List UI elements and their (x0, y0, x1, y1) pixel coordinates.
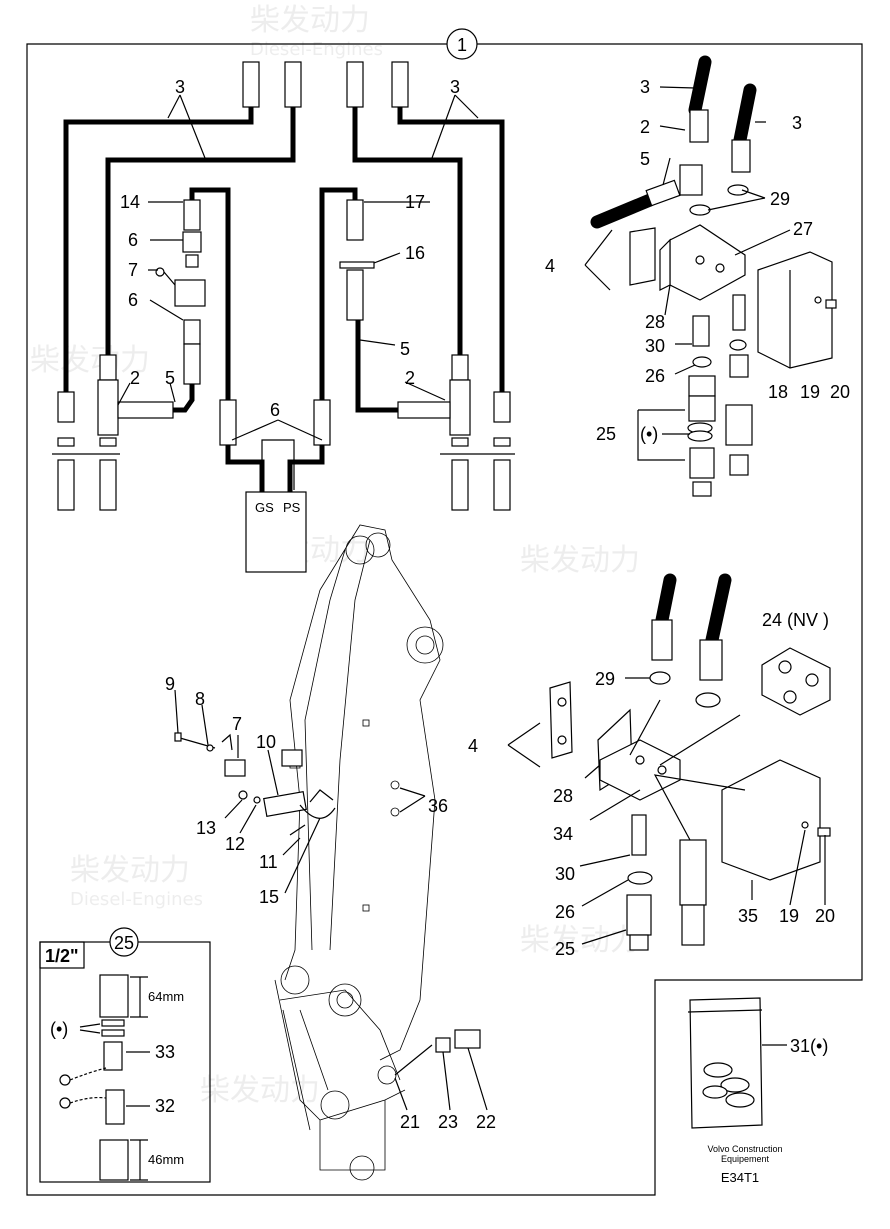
watermark-layer: 柴发动力 Diesel-Engines 柴发动力 柴发动力 柴发动力 柴发动力 … (30, 3, 640, 1108)
callout-25: 25 (596, 424, 616, 444)
coupler-inset (39, 927, 211, 1183)
callout-20: 20 (815, 906, 835, 926)
callout-2: 2 (405, 368, 415, 388)
callout-9: 9 (165, 674, 175, 694)
watermark-cn: 柴发动力 (520, 543, 640, 578)
callout-22: 22 (476, 1112, 496, 1132)
callout-6: 6 (128, 290, 138, 310)
callout-28: 28 (553, 786, 573, 806)
callout-8: 8 (195, 689, 205, 709)
callout-10: 10 (256, 732, 276, 752)
bullet-marker: (•) (640, 424, 658, 444)
inset-size-label: 1/2" (45, 946, 79, 966)
callout-26: 26 (555, 902, 575, 922)
callout-24: 24 (NV ) (762, 610, 829, 630)
callout-5: 5 (640, 149, 650, 169)
callout-4: 4 (545, 256, 555, 276)
washer (435, 1037, 451, 1053)
dimension-64mm: 64mm (148, 989, 184, 1004)
callout-27: 27 (793, 219, 813, 239)
port-gs-label: GS (255, 500, 274, 515)
callout-circle (446, 28, 478, 60)
reference-code: E34T1 (721, 1170, 759, 1185)
callout-19: 19 (779, 906, 799, 926)
callout-20: 20 (830, 382, 850, 402)
port-ps-label: PS (283, 500, 301, 515)
callout-28: 28 (645, 312, 665, 332)
callout-11: 11 (259, 852, 278, 872)
diagram-frame (26, 43, 863, 1196)
callout-2: 2 (130, 368, 140, 388)
callout-3: 3 (640, 77, 650, 97)
watermark-cn: 柴发动力 (200, 1073, 320, 1108)
valve-block (245, 491, 307, 573)
callout-3: 3 (175, 77, 185, 97)
callout-34: 34 (553, 824, 573, 844)
callout-23: 23 (438, 1112, 458, 1132)
callout-33: 33 (155, 1042, 175, 1062)
watermark-cn: 柴发动力 (520, 923, 640, 958)
callout-35: 35 (738, 906, 758, 926)
callout-19: 19 (800, 382, 820, 402)
callout-5: 5 (165, 368, 175, 388)
watermark-cn: 柴发动力 (70, 853, 190, 888)
callout-13: 13 (196, 818, 216, 838)
callout-15: 15 (259, 887, 279, 907)
callout-30: 30 (555, 864, 575, 884)
coupling-assembly-top (590, 55, 837, 497)
callout-36: 36 (428, 796, 448, 816)
manufacturer-line-2: Equipement (721, 1154, 770, 1164)
callout-21: 21 (400, 1112, 420, 1132)
manufacturer-line-1: Volvo Construction (707, 1144, 782, 1154)
watermark-cn: 柴发动力 (30, 343, 150, 378)
watermark-en: Diesel-Engines (70, 889, 203, 910)
coupling-assembly-bottom (549, 573, 831, 951)
callout-17: 17 (405, 192, 425, 212)
watermark-en: Diesel-Engines (250, 39, 383, 60)
callout-14: 14 (120, 192, 140, 212)
callout-29: 29 (595, 669, 615, 689)
callout-32: 32 (155, 1096, 175, 1116)
callout-16: 16 (405, 243, 425, 263)
callout-1: 1 (457, 35, 467, 55)
callout-3: 3 (792, 113, 802, 133)
clamp-parts (174, 732, 336, 836)
callout-12: 12 (225, 834, 245, 854)
callout-7: 7 (128, 260, 138, 280)
callout-25: 25 (114, 933, 134, 953)
excavator-boom (274, 524, 444, 1181)
callout-6: 6 (128, 230, 138, 250)
pipe-assembly-top (52, 61, 515, 573)
callout-30: 30 (645, 336, 665, 356)
callout-3: 3 (450, 77, 460, 97)
dimension-46mm: 46mm (148, 1152, 184, 1167)
callout-26: 26 (645, 366, 665, 386)
watermark-cn: 柴发动力 (250, 3, 370, 38)
callout-25: 25 (555, 939, 575, 959)
callout-29: 29 (770, 189, 790, 209)
callout-4: 4 (468, 736, 478, 756)
bullet-marker: (•) (50, 1019, 68, 1039)
bolt (454, 1029, 481, 1049)
callout-18: 18 (768, 382, 788, 402)
seal-kit-bag (687, 997, 787, 1129)
callout-5: 5 (400, 339, 410, 359)
callout-6: 6 (270, 400, 280, 420)
callout-7: 7 (232, 714, 242, 734)
callout-31: 31(•) (790, 1036, 828, 1056)
callout-2: 2 (640, 117, 650, 137)
